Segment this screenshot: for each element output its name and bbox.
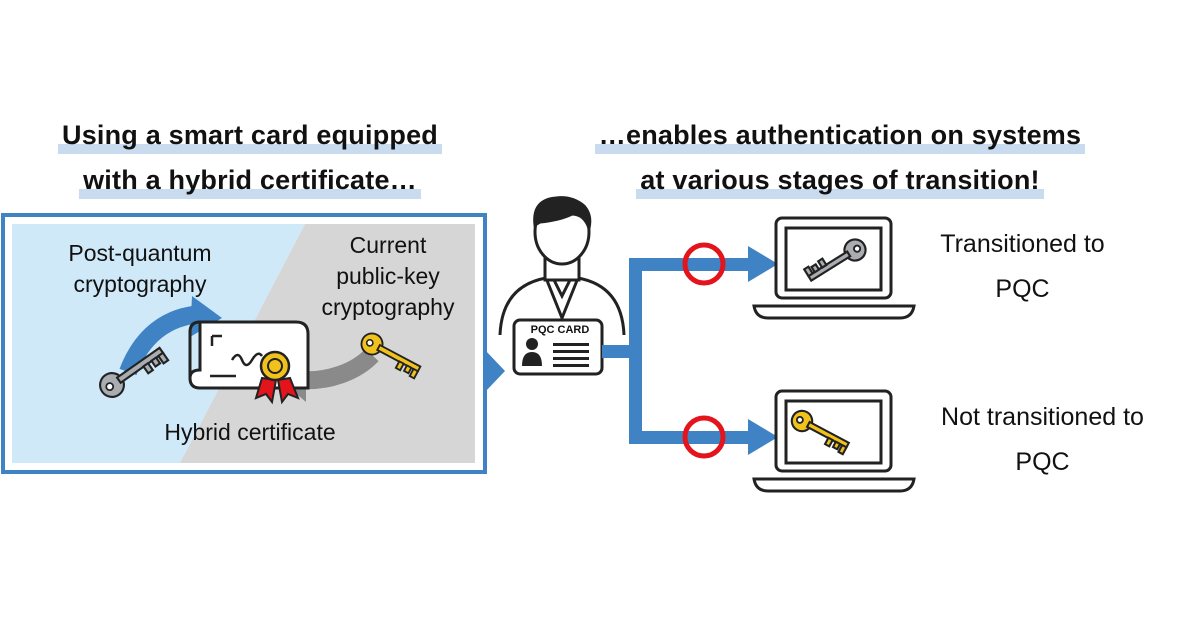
laptop-legacy-icon <box>752 389 916 493</box>
right-heading: …enables authentication on systems at va… <box>560 113 1120 203</box>
pqc-region <box>12 224 305 463</box>
arrow-to-system-1 <box>748 246 778 282</box>
left-heading-line-2: with a hybrid certificate… <box>79 158 421 203</box>
right-heading-line-1: …enables authentication on systems <box>594 113 1086 158</box>
system-2-label: Not transitioned to PQC <box>941 403 1144 476</box>
pqc-card <box>512 318 604 376</box>
certificate-icon <box>188 320 310 405</box>
right-heading-line-2: at various stages of transition! <box>636 158 1045 203</box>
current-key-icon <box>356 328 425 380</box>
certificate-label: Hybrid certificate <box>164 419 336 445</box>
auth-success-ring-1 <box>682 242 726 286</box>
panel-to-card-arrow <box>485 350 505 392</box>
system-1-label: Transitioned to PQC <box>940 230 1105 303</box>
hybrid-panel <box>1 213 487 474</box>
auth-success-ring-2 <box>682 415 726 459</box>
card-title: PQC CARD <box>530 324 590 336</box>
laptop-pqc-icon <box>752 216 916 320</box>
pqc-key-icon <box>94 339 170 403</box>
arrow-to-system-2 <box>748 419 778 455</box>
left-heading: Using a smart card equipped with a hybri… <box>20 113 480 203</box>
pqc-curved-arrow <box>119 296 222 376</box>
pqc-label: Post-quantum cryptography <box>68 240 212 297</box>
current-region <box>180 224 475 463</box>
person-icon <box>498 196 626 336</box>
current-crypto-label: Current public-key cryptography <box>321 232 455 320</box>
left-heading-line-1: Using a smart card equipped <box>58 113 442 158</box>
panel-border <box>1 213 487 474</box>
